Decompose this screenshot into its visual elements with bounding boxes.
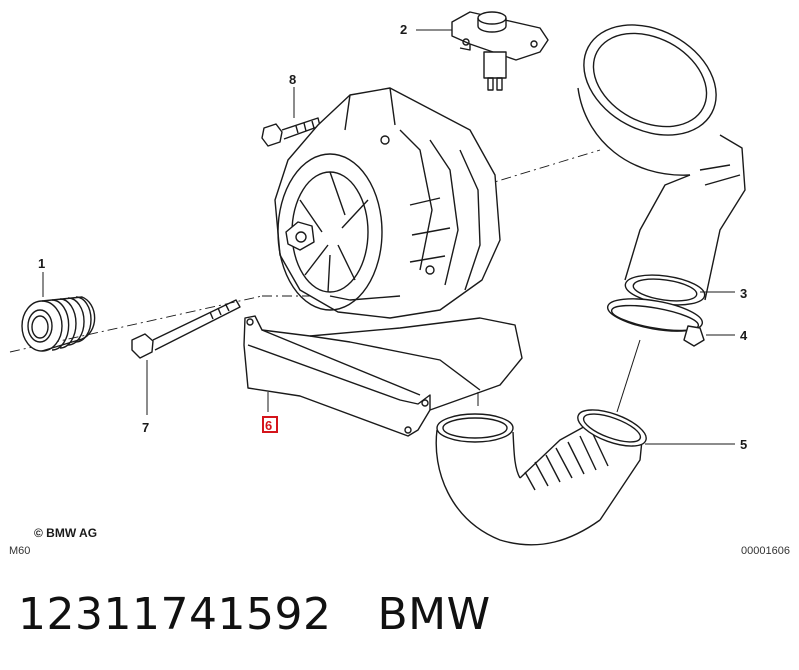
hose-clamp-part[interactable] xyxy=(605,293,705,347)
callout-8[interactable]: 8 xyxy=(289,72,297,87)
callout-1[interactable]: 1 xyxy=(38,256,46,271)
pulley-part[interactable] xyxy=(21,296,96,352)
parts-diagram xyxy=(9,3,746,546)
voltage-regulator-part[interactable] xyxy=(451,11,549,91)
lower-bolt-part[interactable] xyxy=(131,299,241,359)
part-number: 12311741592 xyxy=(18,588,332,640)
callout-4[interactable]: 4 xyxy=(740,328,748,343)
alternator-body xyxy=(274,87,501,319)
callout-5[interactable]: 5 xyxy=(740,437,748,452)
air-guide-part[interactable] xyxy=(243,315,523,437)
callout-2[interactable]: 2 xyxy=(400,22,408,37)
upper-bolt-part[interactable] xyxy=(261,117,321,147)
model-label: M60 xyxy=(9,545,31,557)
copyright-label: © BMW AG xyxy=(34,526,98,540)
elbow-hose-part[interactable] xyxy=(435,403,650,546)
intake-duct-part[interactable] xyxy=(565,3,746,309)
part-footer: 12311741592 BMW xyxy=(18,584,491,644)
brand-name: BMW xyxy=(377,588,491,640)
diagram-code-label: 00001606 xyxy=(741,545,790,557)
leader-lines xyxy=(42,29,735,445)
callout-6-highlighted[interactable]: 6 xyxy=(261,416,279,433)
callout-7[interactable]: 7 xyxy=(142,420,150,435)
callout-3[interactable]: 3 xyxy=(740,286,748,301)
